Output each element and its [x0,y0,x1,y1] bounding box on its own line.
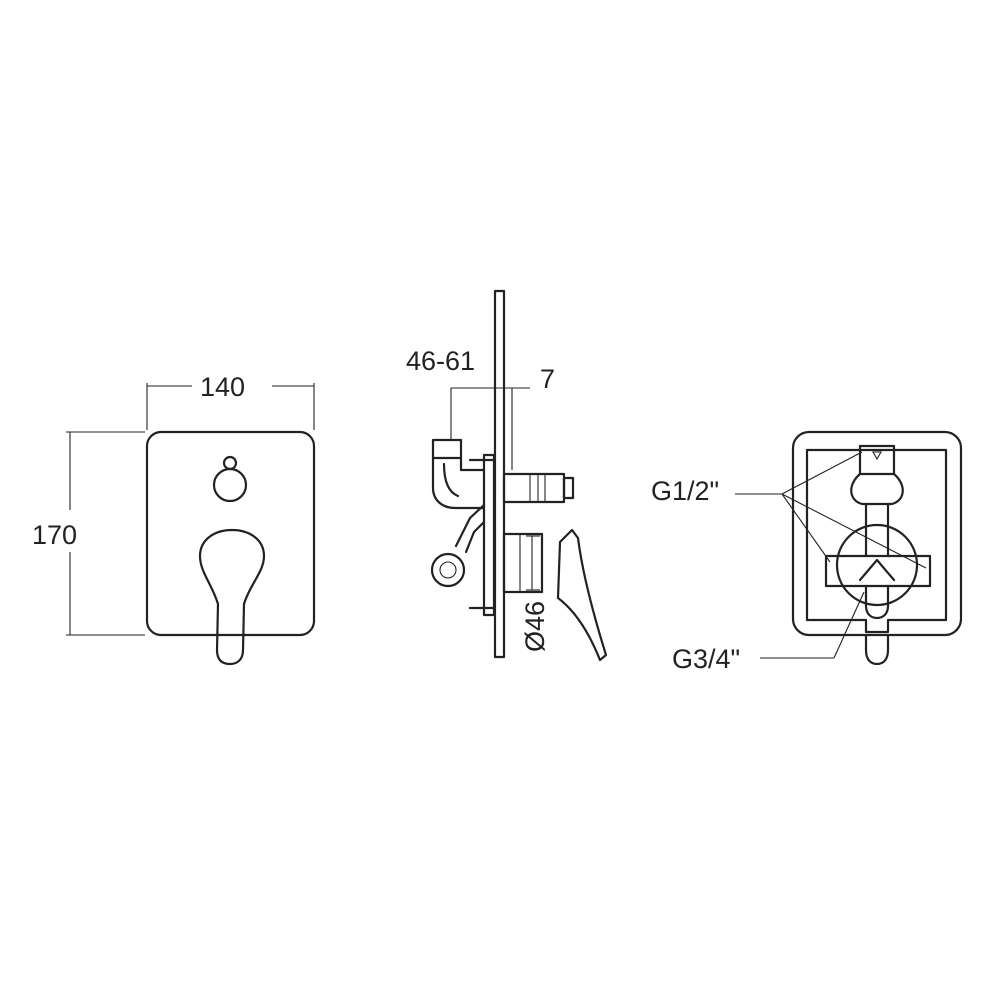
diverter-knob-stem [222,455,238,471]
depth-dimension-label: 46-61 [406,346,475,376]
width-dimension-label: 140 [200,372,245,402]
leader-lines [735,451,927,659]
side-lever-handle [556,528,608,662]
plate-thickness-label: 7 [540,364,555,394]
diameter-dimension-label: Ø46 [520,601,550,652]
cartridge-body [502,532,544,594]
top-inlet-body [431,438,486,510]
mixer-lever-handle [198,528,266,666]
mounting-bracket [468,453,496,617]
diverter-spindle [502,472,575,504]
front-view: 140 170 [32,372,316,666]
lower-elbow [430,503,486,588]
height-dimension-label: 170 [32,520,77,550]
side-view: 46-61 7 Ø46 [406,289,608,662]
side-cover-plate [493,289,506,659]
bottom-connection-label: G3/4" [672,644,740,674]
front-cover-plate [145,430,316,637]
rear-outer-frame [791,430,963,637]
rear-inner-frame [805,448,948,634]
rear-view: G1/2" G3/4" [651,430,963,674]
depth-dimension: 46-61 [406,346,512,440]
top-connection-label: G1/2" [651,476,719,506]
valve-body [824,444,932,620]
height-dimension: 170 [32,431,145,636]
width-dimension: 140 [146,372,315,430]
diverter-knob [212,467,248,503]
plate-thickness-dimension: 7 [511,364,555,470]
diameter-dimension: Ø46 [520,535,550,652]
rear-handle-tip [864,634,890,666]
